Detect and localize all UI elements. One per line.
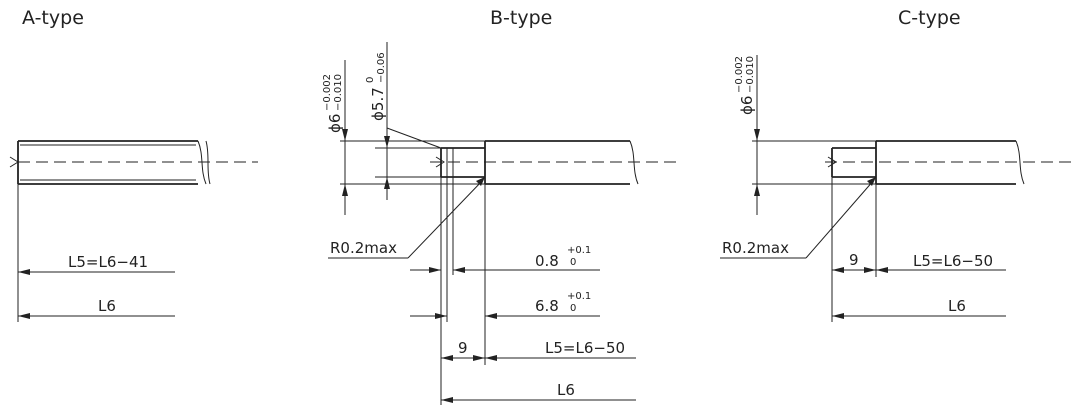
c-type-radius-callout: R0.2max	[720, 177, 876, 259]
c-type-diameter-big: ϕ6 −0.002 −0.010	[734, 55, 876, 215]
c-type-diameter-big-tol-lower: −0.010	[745, 56, 756, 93]
a-type-view: A-type L5=L6−41 L6	[9, 7, 258, 322]
b-type-diameter-big-tol-upper: −0.002	[322, 74, 333, 111]
b-type-diameter-big-tol-lower: −0.010	[333, 74, 344, 111]
b-type-dim-partial-label: L5=L6−50	[545, 339, 625, 357]
b-type-dim-full: L6	[441, 381, 636, 403]
b-type-radius-callout: R0.2max	[328, 177, 485, 259]
b-type-diameter-big: ϕ6 −0.002 −0.010	[322, 60, 485, 215]
b-type-dim-6-8-value: 6.8	[535, 297, 559, 315]
c-type-dim-full-label: L6	[948, 297, 966, 315]
b-type-title: B-type	[490, 7, 552, 29]
c-type-radius-label: R0.2max	[722, 239, 789, 257]
b-type-dim-0-8-value: 0.8	[535, 252, 559, 270]
b-type-radius-label: R0.2max	[330, 239, 397, 257]
b-type-diameter-small-tol-lower: −0.06	[376, 52, 387, 83]
c-type-dim-step-label: 9	[849, 251, 859, 269]
a-type-title: A-type	[22, 7, 84, 29]
c-type-title: C-type	[898, 7, 961, 29]
b-type-shaft	[430, 140, 680, 185]
b-type-dim-6-8-tol-upper: +0.1	[567, 291, 591, 302]
b-type-dim-0-8-tol-lower: 0	[570, 257, 576, 268]
c-type-diameter-big-value: ϕ6	[738, 96, 756, 115]
b-type-diameter-small: ϕ5.7 0 −0.06	[365, 42, 442, 200]
a-type-dim-full: L6	[18, 297, 175, 319]
b-type-dim-step: 9	[441, 339, 485, 361]
a-type-dim-partial-label: L5=L6−41	[68, 253, 148, 271]
b-type-dim-full-label: L6	[557, 381, 575, 399]
b-type-dim-0-8: 0.8 +0.1 0	[410, 245, 600, 273]
b-type-view: B-type ϕ6 −0.002	[322, 7, 680, 405]
b-type-dim-6-8-tol-lower: 0	[570, 303, 576, 314]
c-type-view: C-type ϕ6 −0.002 −0.010	[720, 7, 1072, 322]
c-type-diameter-big-tol-upper: −0.002	[734, 56, 745, 93]
b-type-dim-6-8: 6.8 +0.1 0	[410, 291, 600, 319]
c-type-dim-full: L6	[832, 297, 1006, 319]
b-type-dim-step-label: 9	[458, 339, 468, 357]
b-type-diameter-small-tol-upper: 0	[365, 77, 376, 83]
b-type-dim-partial: L5=L6−50	[485, 339, 636, 361]
b-type-dim-0-8-tol-upper: +0.1	[567, 245, 591, 256]
b-type-diameter-small-value: ϕ5.7	[369, 87, 387, 121]
c-type-shaft	[825, 140, 1072, 185]
a-type-dim-full-label: L6	[98, 297, 116, 315]
c-type-dim-partial: L5=L6−50	[876, 252, 1006, 273]
a-type-dim-partial: L5=L6−41	[17, 184, 175, 322]
c-type-dim-step: 9	[832, 251, 876, 273]
a-type-shaft	[9, 140, 258, 185]
c-type-dim-partial-label: L5=L6−50	[913, 252, 993, 270]
b-type-diameter-big-value: ϕ6	[326, 114, 344, 133]
